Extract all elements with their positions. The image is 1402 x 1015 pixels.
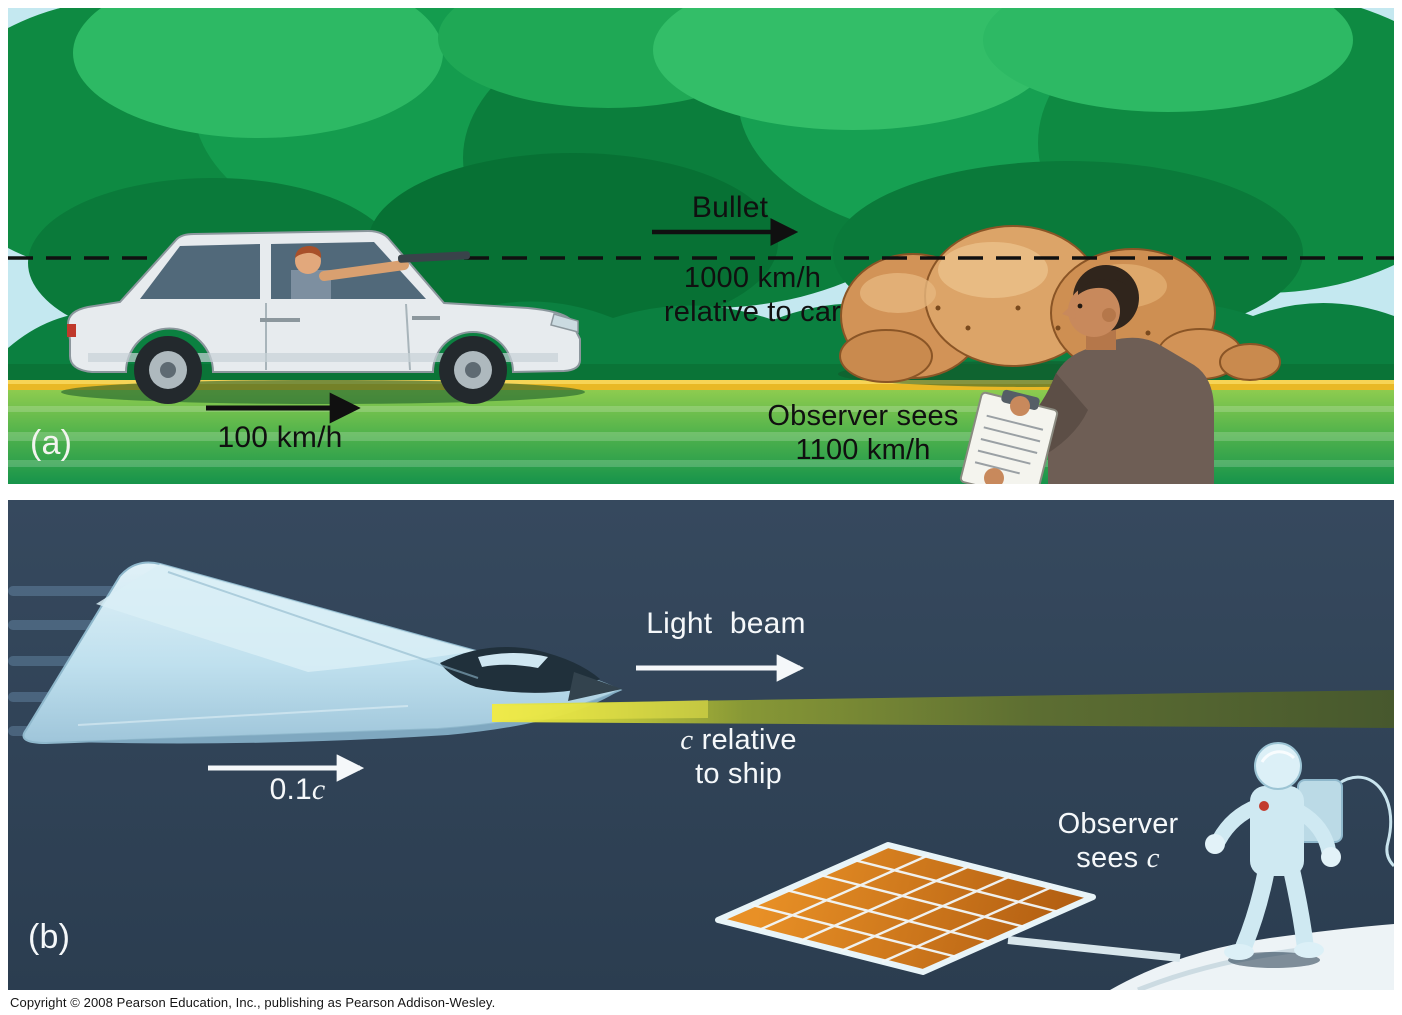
beam-speed-rest: relative [693,724,797,756]
road-stripe-highlight [8,380,1394,384]
ship-speed-value: 0.1 [269,773,312,806]
copyright-line: Copyright © 2008 Pearson Education, Inc.… [10,995,496,1010]
panel-a-illustration [8,8,1394,484]
bullet-speed-label: 1000 km/h relative to car [630,262,875,330]
beam-speed-line2: to ship [695,757,782,790]
panel-a-tag: (a) [30,424,73,462]
light-beam-core [492,700,708,720]
car-speed-label: 100 km/h [217,421,343,454]
panel-b-illustration [8,500,1394,990]
astronaut-figure [1205,742,1394,968]
tether [1337,775,1394,868]
beam-speed-c: c [680,724,694,756]
space-background [8,500,1394,990]
observer-b-c: c [1146,841,1160,874]
observer-reading-line1: Observer sees [767,400,959,432]
solar-panel-grid [751,853,1060,964]
bullet-speed-line1: 1000 km/h [683,262,822,294]
surface-shading [1137,946,1309,990]
grass-highlights [8,406,1394,467]
spaceship [22,561,623,745]
light-beam [492,690,1394,728]
helmet [1254,742,1302,790]
solar-panel [715,842,1181,975]
panel-b: (b) Light beam c relative to ship 0.1c O… [8,500,1394,990]
car [61,229,585,404]
observer-reading-label-b: Observer sees c [1034,808,1202,876]
observer-figure [959,265,1214,484]
bullet-label: Bullet [691,191,769,224]
beam-speed-line1: c relative [636,724,841,758]
headlight [550,313,579,333]
road-stripe [8,380,1394,390]
wheels [134,336,507,404]
observer-reading-label: Observer sees 1100 km/h [744,400,982,468]
panel-b-tag: (b) [28,918,71,956]
nose-cone [568,672,622,701]
observer-b-line1: Observer [1057,808,1179,840]
ship-speed-unit: c [311,773,326,806]
light-beam-label: Light beam [646,607,806,640]
driver [291,246,471,299]
observer-b-line2: sees c [1034,842,1202,876]
taillight [67,324,76,337]
ship-speed-label: 0.1c [230,772,365,807]
observer-b-sees: sees [1076,841,1147,874]
bullet-speed-line2: relative to car [663,295,842,328]
beam-speed-label: c relative to ship [636,724,841,792]
gun [397,251,471,263]
observer-reading-line2: 1100 km/h [795,433,931,466]
panel-a: (a) Bullet 1000 km/h relative to car 100… [8,8,1394,484]
rear-window [140,244,260,299]
